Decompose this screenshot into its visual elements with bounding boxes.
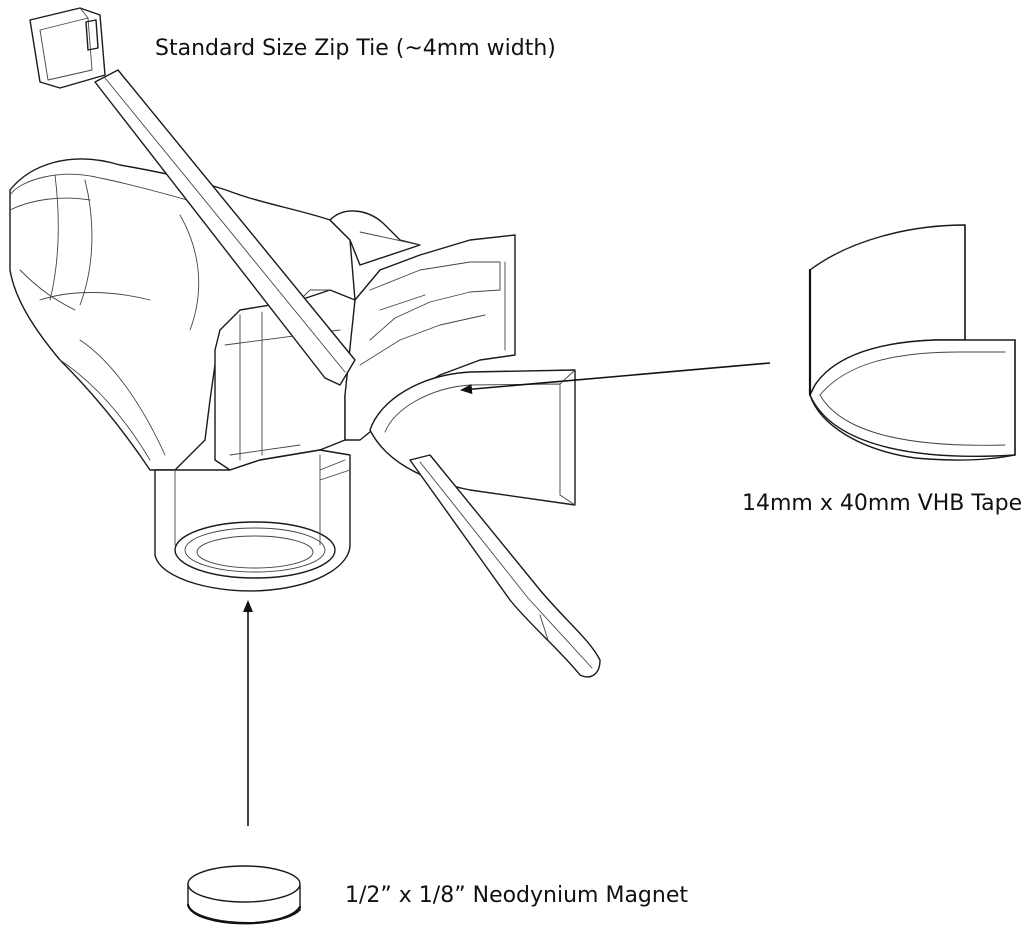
zip-tie-label: Standard Size Zip Tie (~4mm width) <box>155 36 556 61</box>
vhb-tape-part <box>808 224 1016 461</box>
vhb-tape-label: 14mm x 40mm VHB Tape <box>742 491 1023 516</box>
magnet-part <box>186 865 302 925</box>
magnet-label: 1/2” x 1/8” Neodynium Magnet <box>345 883 688 908</box>
tape-arrow <box>460 362 771 395</box>
mount-body <box>9 7 601 678</box>
